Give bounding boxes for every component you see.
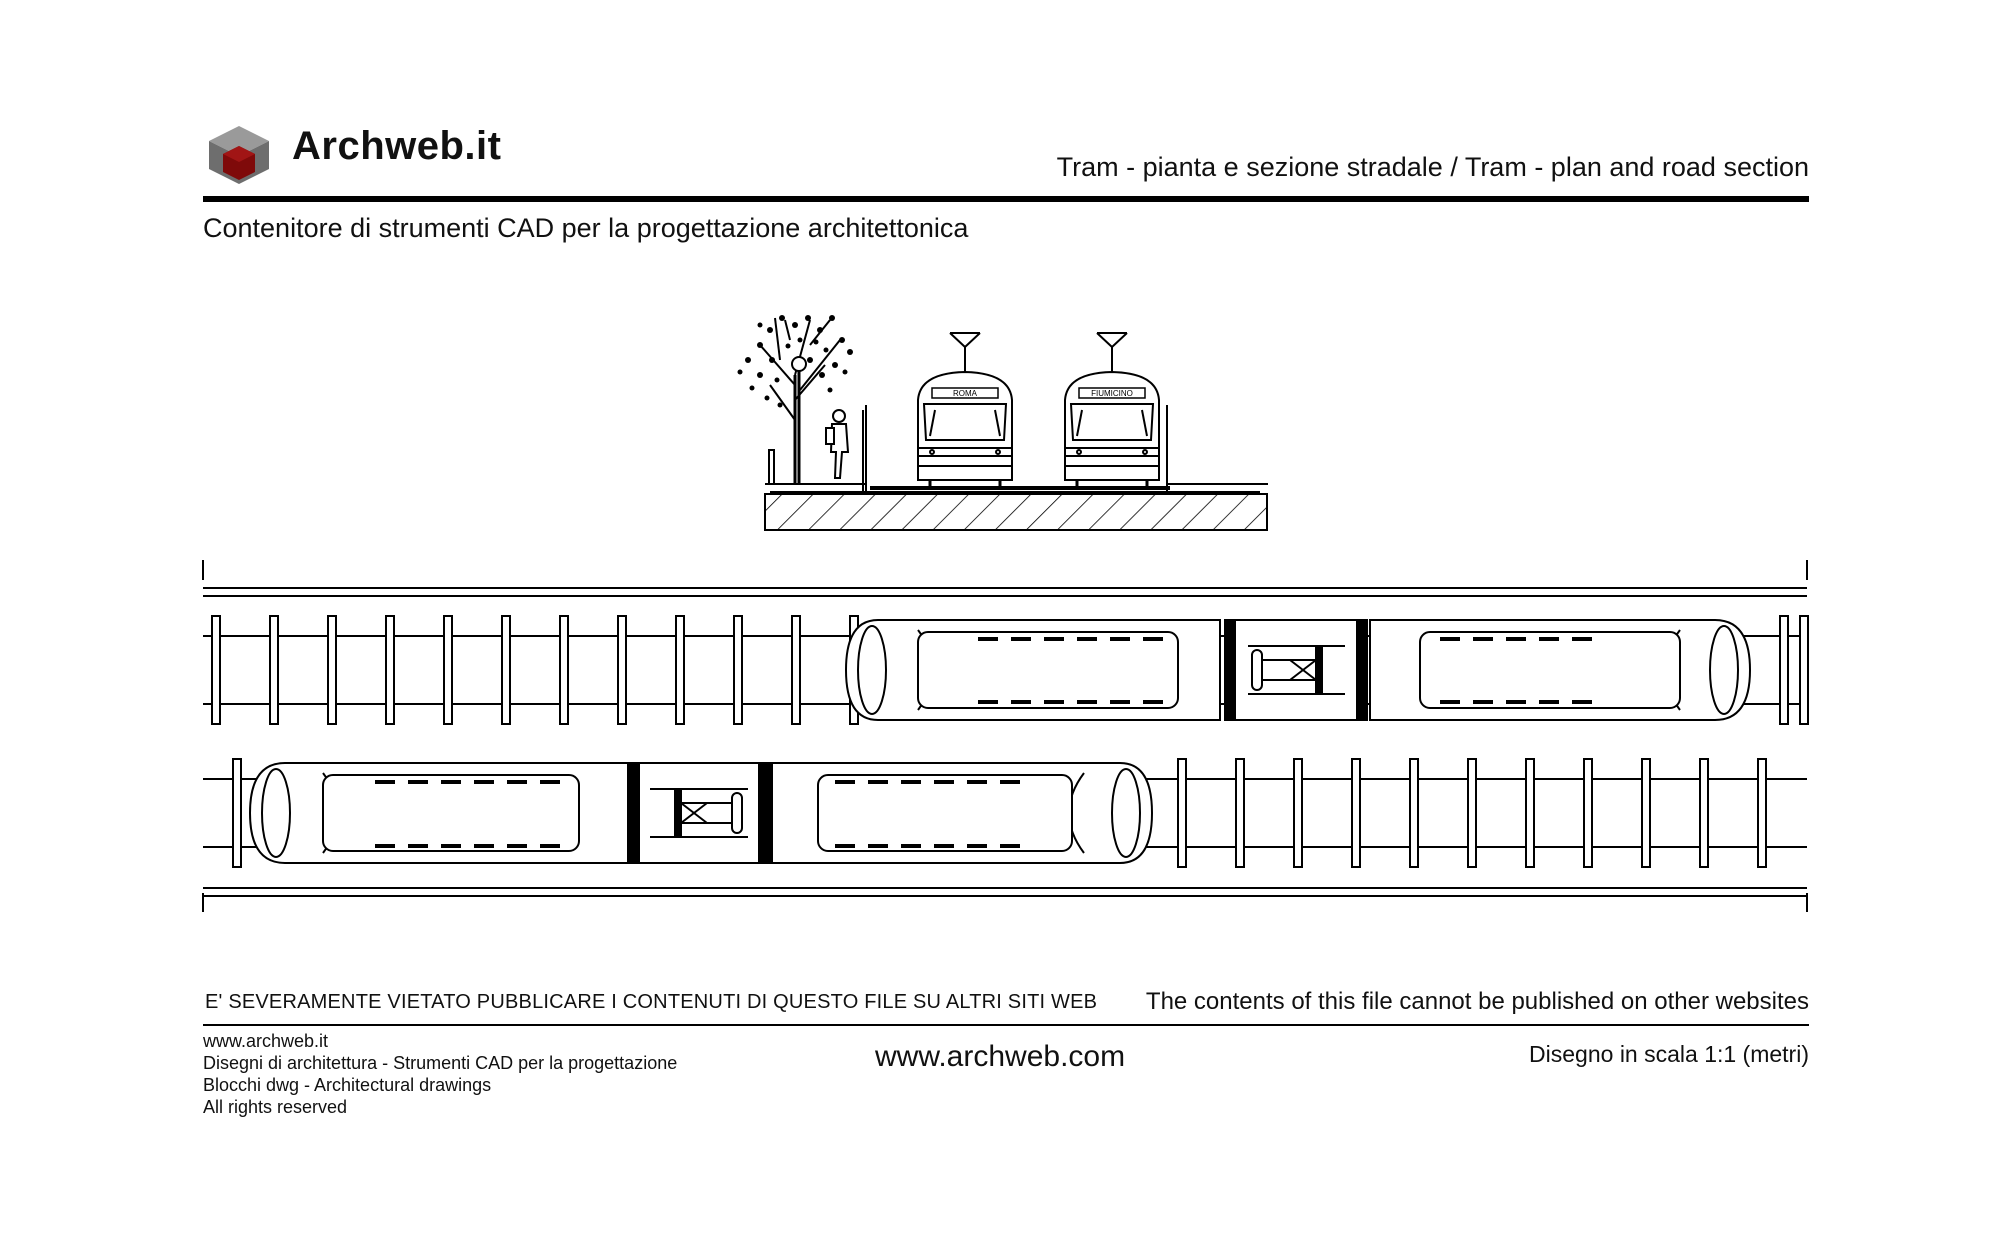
tram-destination-sign: ROMA — [953, 389, 978, 398]
track-sleepers-lower — [232, 758, 1767, 868]
track-sleeper — [617, 615, 627, 725]
track-sleeper — [733, 615, 743, 725]
track-sleeper — [1177, 758, 1187, 868]
track-sleeper — [1583, 758, 1593, 868]
sheet-subtitle: Contenitore di strumenti CAD per la prog… — [203, 213, 969, 243]
track-sleeper — [1757, 758, 1767, 868]
track-sleeper — [1467, 758, 1477, 868]
tram-destination-sign: FIUMICINO — [1091, 389, 1133, 398]
road-section: ROMA FIUMICINO — [737, 315, 1268, 531]
copyright-notice-italian: E' SEVERAMENTE VIETATO PUBBLICARE I CONT… — [205, 991, 1098, 1013]
track-sleeper — [1641, 758, 1651, 868]
footer-divider — [203, 1024, 1809, 1026]
track-sleeper — [559, 615, 569, 725]
brand-name: Archweb.it — [292, 124, 502, 168]
track-sleeper — [791, 615, 801, 725]
track-sleeper — [1293, 758, 1303, 868]
header-divider — [203, 196, 1809, 202]
site-url: www.archweb.com — [875, 1040, 1126, 1073]
tram-front-right: FIUMICINO — [1064, 332, 1160, 488]
track-sleeper — [1525, 758, 1535, 868]
footer-line: Disegni di architettura - Strumenti CAD … — [203, 1053, 678, 1073]
track-sleeper — [443, 615, 453, 725]
track-sleeper — [501, 615, 511, 725]
tram-front-left: ROMA — [917, 332, 1013, 488]
track-sleeper — [1351, 758, 1361, 868]
track-sleeper — [1235, 758, 1245, 868]
track-sleeper — [385, 615, 395, 725]
isometric-cube-icon — [209, 126, 269, 184]
track-sleeper — [269, 615, 279, 725]
bogie-joint — [650, 788, 748, 838]
track-sleeper — [327, 615, 337, 725]
track-sleeper — [232, 758, 242, 868]
track-sleeper — [1799, 615, 1809, 725]
footer-line: Blocchi dwg - Architectural drawings — [203, 1075, 492, 1095]
track-sleeper — [211, 615, 221, 725]
track-sleeper — [1699, 758, 1709, 868]
plan-view — [202, 560, 1809, 912]
copyright-notice-english: The contents of this file cannot be publ… — [1145, 988, 1809, 1015]
track-sleeper — [1409, 758, 1419, 868]
tram-plan-upper — [844, 619, 1752, 721]
footer-line: All rights reserved — [203, 1097, 348, 1117]
sheet-title: Tram - pianta e sezione stradale / Tram … — [1056, 152, 1809, 182]
footer-line: www.archweb.it — [203, 1031, 329, 1051]
street-lamp-icon — [791, 356, 807, 484]
bogie-joint — [1248, 645, 1345, 695]
track-sleeper — [675, 615, 685, 725]
scale-note: Disegno in scala 1:1 (metri) — [1529, 1041, 1809, 1067]
pedestrian-icon — [825, 409, 850, 479]
tram-plan-lower — [248, 762, 1154, 864]
tram-window-marks — [375, 637, 1592, 848]
track-sleeper — [1779, 615, 1789, 725]
